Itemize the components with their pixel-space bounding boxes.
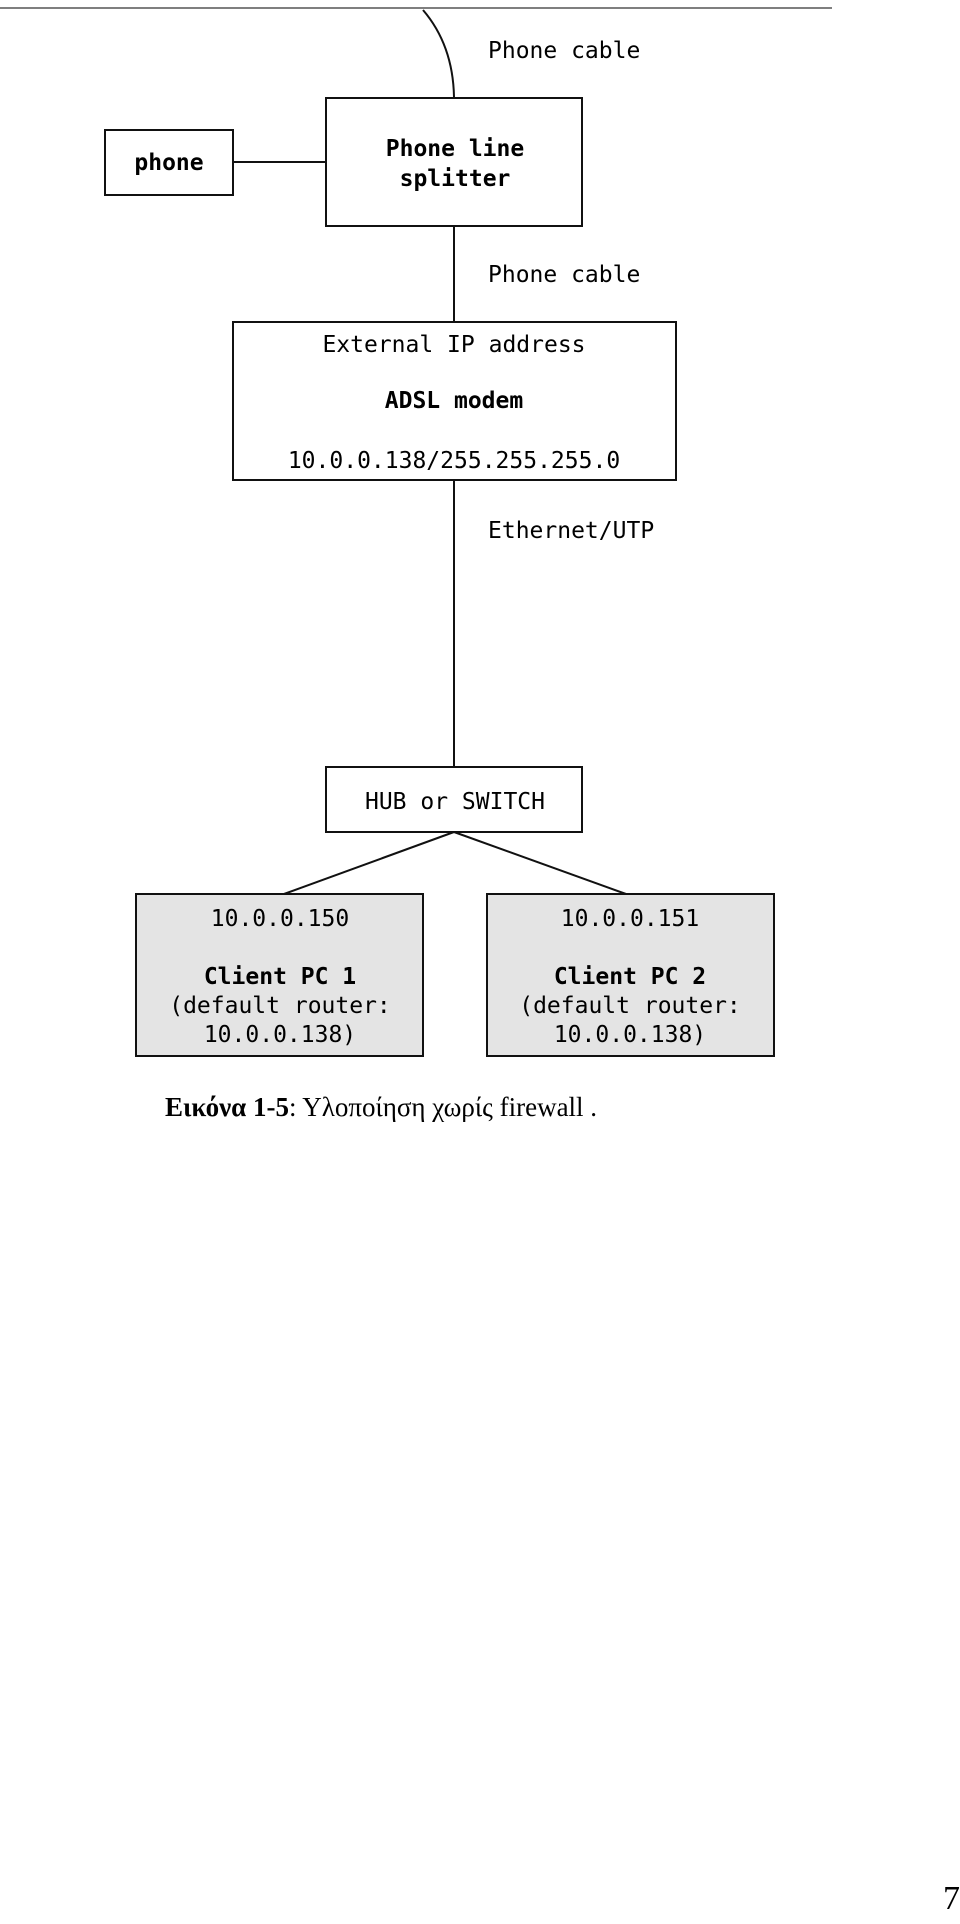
node-modem-name: ADSL modem (385, 388, 523, 414)
node-client2-name: Client PC 2 (554, 964, 706, 990)
figure-caption-label: Εικόνα 1-5 (165, 1092, 289, 1122)
node-modem-top: External IP address (322, 332, 585, 358)
edge-hub-client2 (453, 831, 627, 895)
figure-caption-separator: : (288, 1092, 297, 1122)
node-hub-label: HUB or SWITCH (365, 789, 545, 815)
figure-caption: Εικόνα 1-5: Υλοποίηση χωρίς firewall . (165, 1092, 597, 1123)
edge-label-modem-hub: Ethernet/UTP (488, 518, 654, 544)
figure-caption-text: Υλοποίηση χωρίς firewall . (296, 1092, 598, 1122)
node-client2-ip: 10.0.0.151 (561, 906, 699, 932)
network-diagram: Phone cable phone Phone line splitter Ph… (0, 7, 832, 1057)
edge-label-incoming: Phone cable (488, 38, 640, 64)
node-client2 (486, 893, 775, 1057)
node-client2-router-line2: 10.0.0.138) (554, 1022, 706, 1048)
node-hub (325, 766, 583, 833)
node-splitter (325, 97, 583, 227)
node-splitter-line2: splitter (400, 166, 511, 192)
node-client1-router-line2: 10.0.0.138) (204, 1022, 356, 1048)
node-splitter-line1: Phone line (386, 136, 524, 162)
node-client2-router-line1: (default router: (519, 993, 741, 1019)
node-client1 (135, 893, 424, 1057)
node-modem (232, 321, 677, 481)
node-modem-address: 10.0.0.138/255.255.255.0 (288, 448, 620, 474)
node-phone-label: phone (134, 150, 203, 176)
node-client1-router-line1: (default router: (169, 993, 391, 1019)
edge-incoming-cable (422, 9, 455, 98)
node-client1-ip: 10.0.0.150 (211, 906, 349, 932)
edge-label-splitter-modem: Phone cable (488, 262, 640, 288)
page-number: 7 (943, 1880, 960, 1917)
edge-hub-client1 (283, 831, 455, 895)
node-client1-name: Client PC 1 (204, 964, 356, 990)
